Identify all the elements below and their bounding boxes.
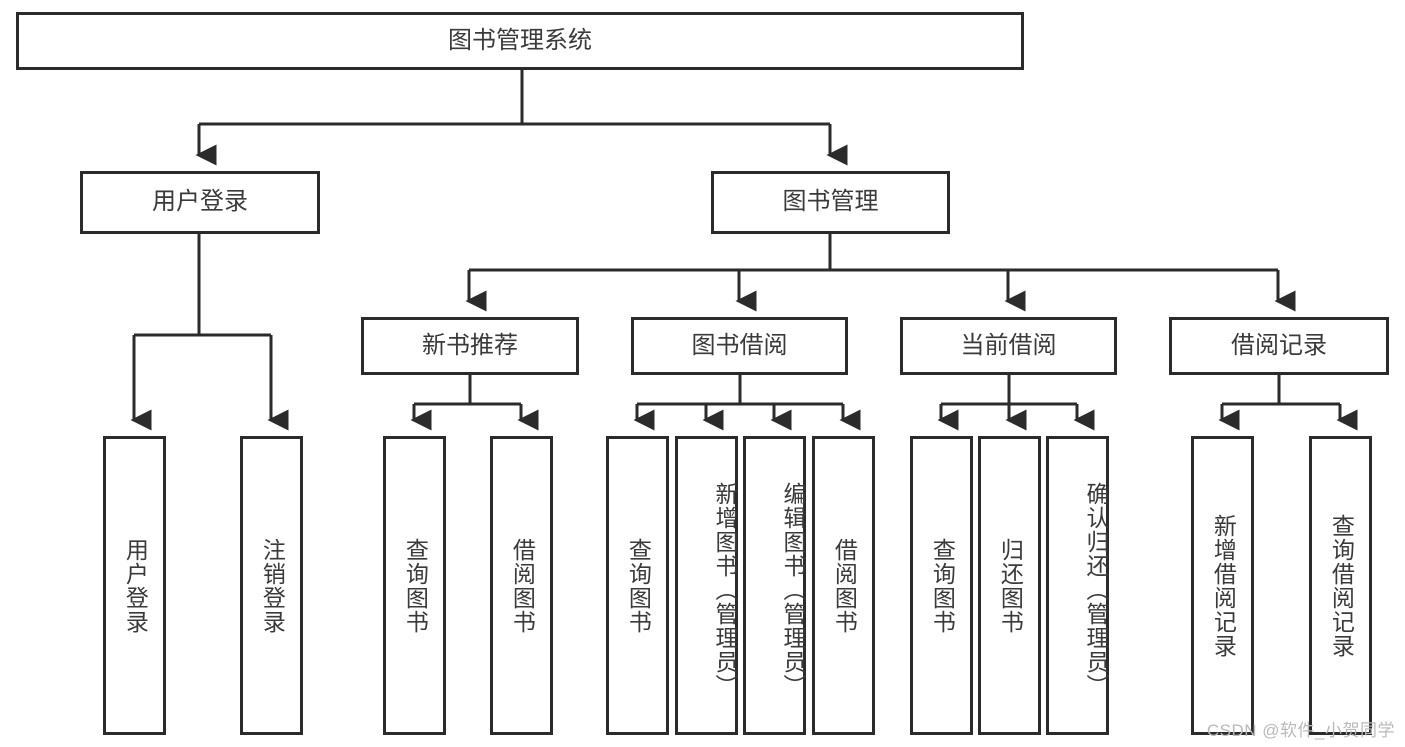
leaf-box-br-2[interactable] bbox=[1309, 436, 1372, 735]
node-borrow-records[interactable] bbox=[1169, 317, 1389, 375]
node-root-book-management-system[interactable] bbox=[16, 12, 1024, 70]
node-current-borrow[interactable] bbox=[900, 317, 1117, 375]
node-book-management[interactable] bbox=[711, 171, 950, 234]
node-user-login[interactable] bbox=[80, 171, 320, 234]
node-book-borrow[interactable] bbox=[631, 317, 848, 375]
node-new-book-recommend[interactable] bbox=[361, 317, 579, 375]
leaf-box-br-1[interactable] bbox=[1191, 436, 1254, 735]
leaf-box-cb-2[interactable] bbox=[978, 436, 1041, 735]
leaf-box-cb-3[interactable] bbox=[1046, 436, 1109, 735]
csdn-watermark: CSDN @软件_小贺同学 bbox=[1206, 721, 1395, 740]
leaf-box-nbr-1[interactable] bbox=[383, 436, 446, 735]
leaf-box-bb-1[interactable] bbox=[606, 436, 669, 735]
leaf-box-bb-4[interactable] bbox=[812, 436, 875, 735]
leaf-box-nbr-2[interactable] bbox=[490, 436, 553, 735]
leaf-box-bb-3[interactable] bbox=[743, 436, 806, 735]
leaf-box-user-login-2[interactable] bbox=[240, 436, 303, 735]
leaf-box-bb-2[interactable] bbox=[675, 436, 738, 735]
leaf-box-user-login-1[interactable] bbox=[103, 436, 166, 735]
leaf-box-cb-1[interactable] bbox=[910, 436, 973, 735]
